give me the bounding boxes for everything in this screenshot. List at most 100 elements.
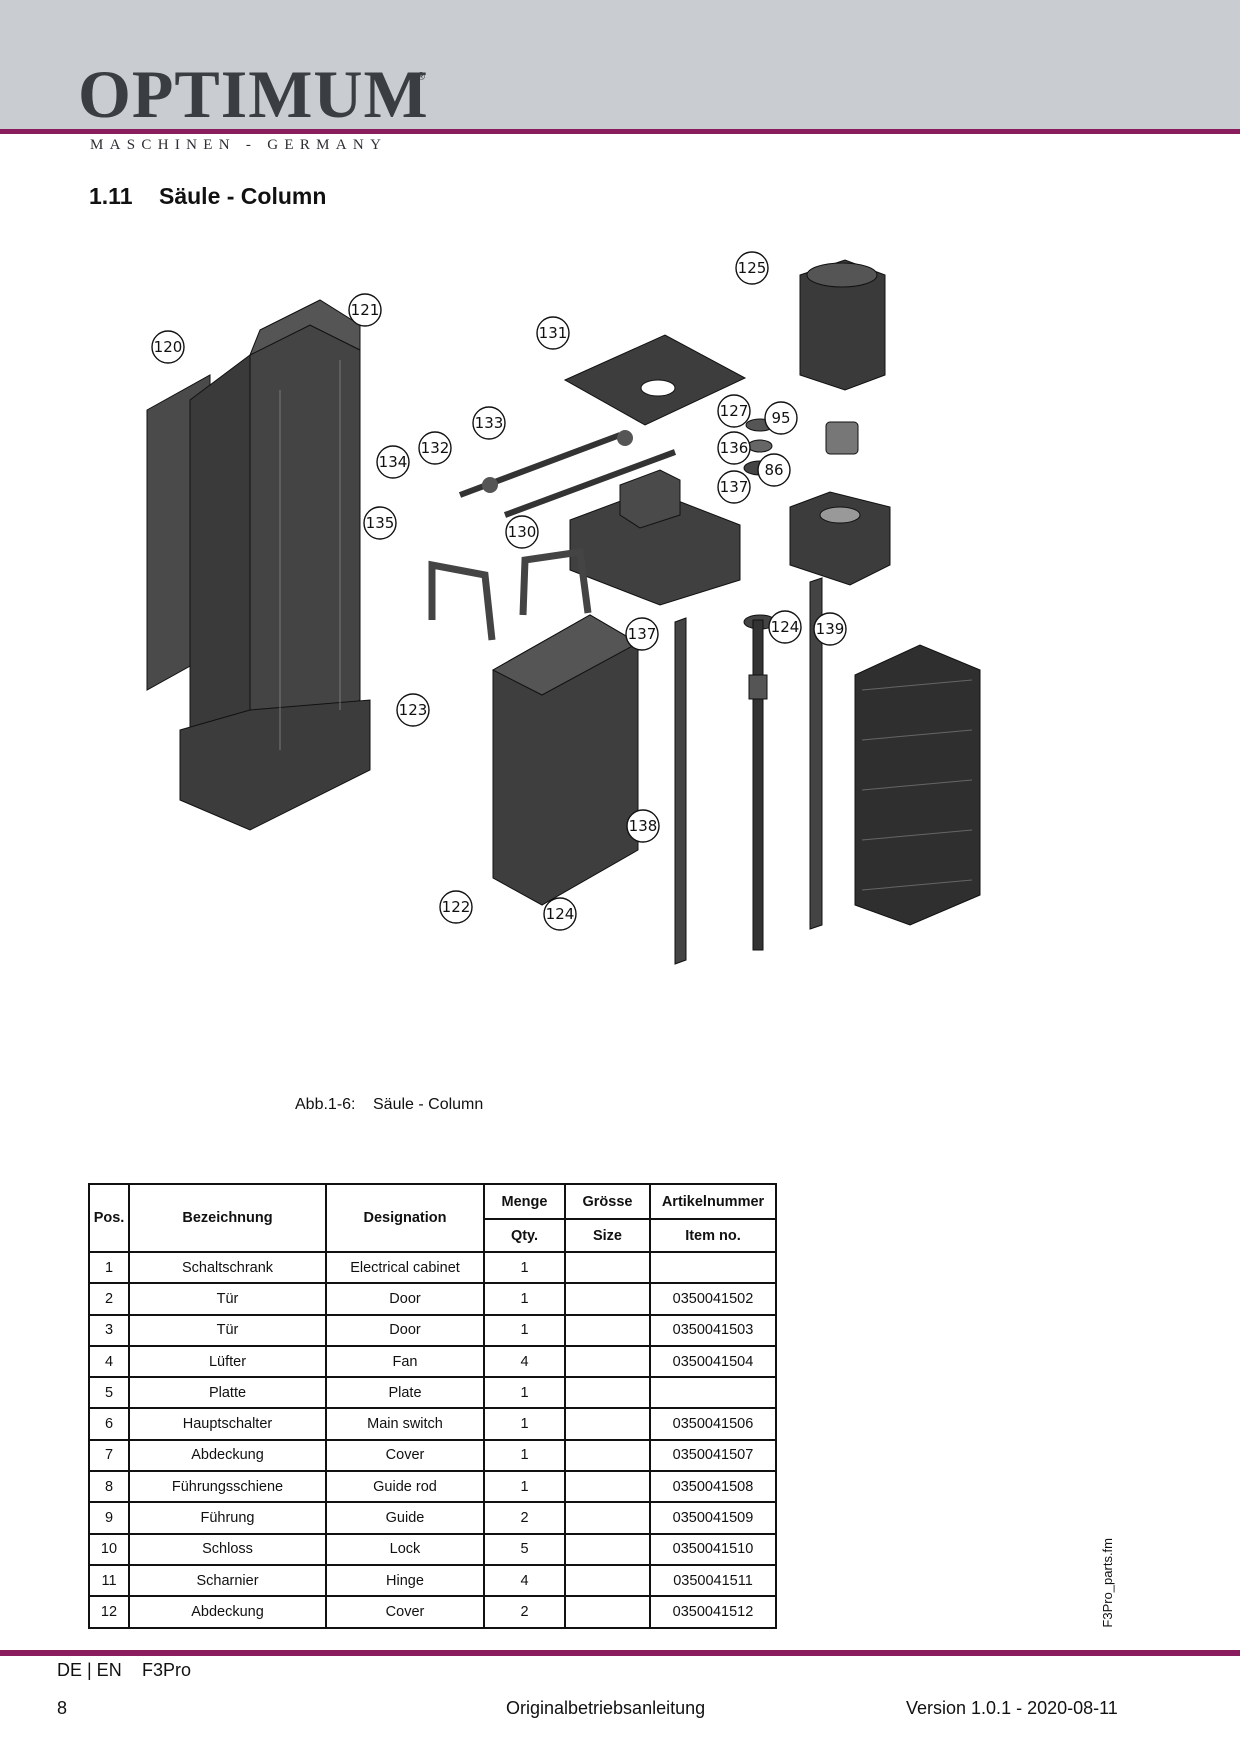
cell-bez: Lüfter [128, 1344, 327, 1379]
section-number: 1.11 [89, 183, 133, 209]
shafts-part [458, 430, 677, 518]
cell-size [564, 1376, 651, 1410]
callout-137: 137 [625, 617, 659, 651]
motor-flange-part [789, 491, 891, 586]
lead-screw-part [748, 619, 768, 951]
callout-circle [348, 293, 382, 327]
cell-item: 0350041510 [649, 1532, 777, 1566]
callout-86: 86 [757, 453, 791, 487]
callout-133: 133 [472, 406, 506, 440]
cell-des: Main switch [325, 1407, 485, 1441]
callout-label: 127 [720, 402, 749, 420]
caption-label: Abb.1-6: [295, 1096, 356, 1113]
cell-pos: 6 [88, 1407, 130, 1441]
callout-label: 135 [366, 514, 395, 532]
callout-label: 132 [421, 439, 450, 457]
cell-bez: Schloss [128, 1532, 327, 1566]
registered-mark: ® [417, 71, 426, 83]
callout-label: 121 [351, 301, 380, 319]
callout-label: 124 [546, 905, 575, 923]
brand-tagline: MASCHINEN - GERMANY [90, 137, 388, 153]
cell-bez: Tür [128, 1282, 327, 1316]
cell-size [564, 1344, 651, 1379]
cell-item [649, 1250, 777, 1285]
cell-qty: 1 [483, 1313, 566, 1347]
callout-circle [764, 401, 798, 435]
callout-134: 134 [376, 445, 410, 479]
callout-circle [376, 445, 410, 479]
callout-label: 133 [475, 414, 504, 432]
callout-138: 138 [626, 809, 660, 843]
cell-bez: Scharnier [128, 1563, 327, 1598]
callout-circle [396, 693, 430, 727]
caption-text: Säule - Column [373, 1096, 484, 1113]
cell-item: 0350041506 [649, 1407, 777, 1441]
header-qty: Qty. [483, 1218, 566, 1253]
page-number: 8 [57, 1698, 68, 1718]
callout-circle [717, 394, 751, 428]
bearing-housing-part [569, 469, 741, 606]
callout-label: 125 [738, 259, 767, 277]
cell-pos: 5 [88, 1376, 130, 1410]
cable-brackets-part [428, 548, 592, 641]
callout-132: 132 [418, 431, 452, 465]
cell-pos: 9 [88, 1501, 130, 1535]
cell-size [564, 1595, 651, 1629]
callout-127: 127 [717, 394, 751, 428]
callout-136: 136 [717, 431, 751, 465]
callout-label: 120 [154, 338, 183, 356]
callout-label: 124 [771, 618, 800, 636]
callouts: 120 121 131 125 127 95 136 86 137 133 132 134 135 130… [151, 251, 847, 931]
cell-pos: 4 [88, 1344, 130, 1379]
header-designation: Designation [325, 1183, 485, 1253]
cell-des: Plate [325, 1376, 485, 1410]
callout-circle [439, 890, 473, 924]
callout-label: 86 [764, 461, 783, 479]
cell-pos: 11 [88, 1563, 130, 1598]
cell-des: Fan [325, 1344, 485, 1379]
callout-circle [536, 316, 570, 350]
callout-137: 137 [717, 470, 751, 504]
callout-circle [418, 431, 452, 465]
callout-circle [472, 406, 506, 440]
brand-logo: OPTIMUM [78, 56, 429, 132]
callout-circle [757, 453, 791, 487]
cell-item: 0350041511 [649, 1563, 777, 1598]
cell-size [564, 1532, 651, 1566]
callout-95: 95 [764, 401, 798, 435]
callout-131: 131 [536, 316, 570, 350]
callout-125: 125 [735, 251, 769, 285]
callout-circle [813, 612, 847, 646]
cell-item: 0350041508 [649, 1470, 777, 1504]
callout-124: 124 [543, 897, 577, 931]
cell-qty: 4 [483, 1563, 566, 1598]
callout-label: 130 [508, 523, 537, 541]
parts-table: Pos. Bezeichnung Designation Menge Gröss… [88, 1183, 777, 1629]
header-size: Size [564, 1218, 651, 1253]
callout-circle [717, 470, 751, 504]
cell-bez: Hauptschalter [128, 1407, 327, 1441]
cell-size [564, 1470, 651, 1504]
header-pos: Pos. [88, 1183, 130, 1253]
callout-label: 123 [399, 701, 428, 719]
footer-version: Version 1.0.1 - 2020-08-11 [906, 1698, 1118, 1718]
callout-130: 130 [505, 515, 539, 549]
callout-120: 120 [151, 330, 185, 364]
callout-label: 134 [379, 453, 408, 471]
side-file-name: F3Pro_parts.fm [1100, 1538, 1115, 1628]
cell-qty: 1 [483, 1282, 566, 1316]
cell-size [564, 1563, 651, 1598]
cell-pos: 2 [88, 1282, 130, 1316]
callout-135: 135 [363, 506, 397, 540]
side-file-label: F3Pro_parts.fm [1100, 1538, 1120, 1638]
callout-122: 122 [439, 890, 473, 924]
callout-121: 121 [348, 293, 382, 327]
cell-bez: Platte [128, 1376, 327, 1410]
callout-123: 123 [396, 693, 430, 727]
